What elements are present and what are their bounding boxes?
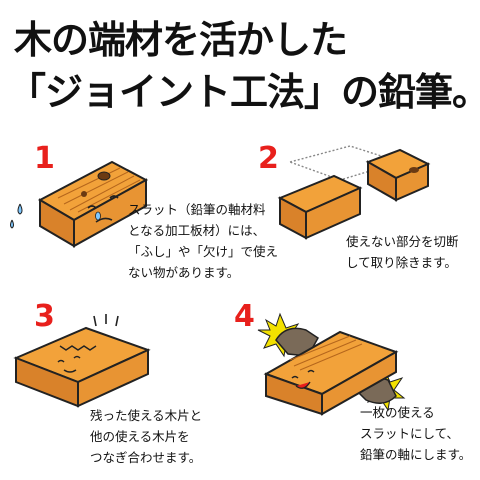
step-3-number: 3 [34,299,55,334]
step-3-caption-line: 他の使える木片を [90,429,190,444]
step-1-caption-line: スラット（鉛筆の軸材料 [128,202,266,217]
step-2-caption-line: 使えない部分を切断 [346,234,459,249]
step-1-caption: スラット（鉛筆の軸材料 となる加工板材）には、 「ふし」や「欠け」で使え ない物… [128,199,278,283]
step-4-illustration [257,312,406,416]
step-3-caption: 残った使える木片と 他の使える木片を つなぎ合わせます。 [90,405,202,468]
step-3-caption-line: つなぎ合わせます。 [90,450,202,465]
step-4-caption-line: 鉛筆の軸にします。 [360,447,472,462]
headline-line-1: 木の端材を活かした [14,18,348,62]
step-2-caption: 使えない部分を切断 して取り除きます。 [346,231,459,273]
cut-off-section [287,145,403,181]
wood-slat-with-knot [37,160,149,248]
wood-slat-pieces [277,148,431,240]
wood-slat-joined [13,326,151,408]
step-4-number: 4 [234,299,255,334]
headline-line-2: 「ジョイント工法」の鉛筆。 [8,70,480,114]
step-1-number: 1 [34,141,55,176]
step-3-illustration [13,314,151,408]
step-3-caption-line: 残った使える木片と [90,408,203,423]
step-1-illustration [10,160,149,248]
step-1-caption-line: となる加工板材）には、 [128,223,266,238]
step-4-caption-line: 一枚の使える [360,405,435,420]
joining-motion-lines [93,314,119,327]
step-4-caption: 一枚の使える スラットにして、 鉛筆の軸にします。 [360,402,471,465]
sweat-drops-icon [10,203,23,229]
step-4-caption-line: スラットにして、 [360,426,460,441]
wood-slat-final [263,330,399,416]
step-2-caption-line: して取り除きます。 [346,255,457,270]
step-2-number: 2 [258,141,279,176]
step-1-caption-line: ない物があります。 [128,265,240,280]
step-1-caption-line: 「ふし」や「欠け」で使え [128,244,279,259]
step-2-illustration [277,145,431,240]
